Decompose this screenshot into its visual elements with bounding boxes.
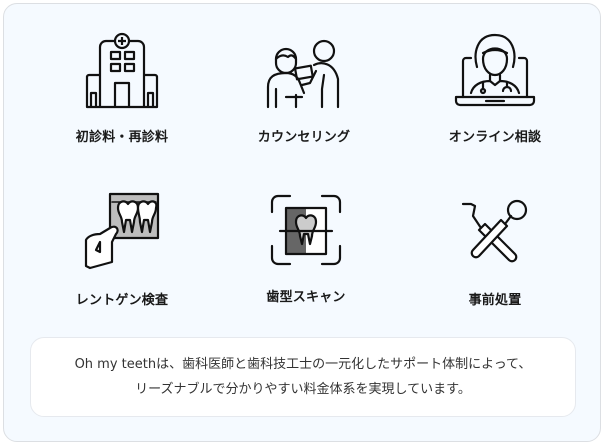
service-item-counseling: カウンセリング: [224, 31, 384, 151]
dental-tools-icon: [461, 199, 528, 263]
online-doctor-icon: [454, 33, 536, 107]
service-label: カウンセリング: [257, 130, 351, 145]
pricing-note: Oh my teethは、歯科医師と歯科技工士の一元化したサポート体制によって、…: [30, 337, 576, 417]
xray-icon: [84, 192, 160, 270]
tooth-scan-icon: [270, 194, 342, 266]
service-label: オンライン相談: [448, 130, 542, 145]
service-label: レントゲン検査: [75, 293, 169, 308]
note-line-1: Oh my teethは、歯科医師と歯科技工士の一元化したサポート体制によって、: [74, 357, 532, 372]
service-item-scan: 歯型スキャン: [226, 192, 386, 312]
service-item-pretreatment: 事前処置: [415, 192, 575, 312]
hospital-icon: [85, 32, 159, 109]
service-item-online: オンライン相談: [415, 31, 575, 151]
service-label: 事前処置: [468, 293, 522, 308]
service-item-first-visit: 初診料・再診料: [42, 31, 202, 151]
service-item-xray: レントゲン検査: [42, 192, 202, 312]
service-label: 初診料・再診料: [75, 130, 169, 145]
note-line-2: リーズナブルで分かりやすい料金体系を実現しています。: [135, 382, 471, 397]
counseling-icon: [266, 39, 340, 109]
service-label: 歯型スキャン: [266, 290, 346, 305]
